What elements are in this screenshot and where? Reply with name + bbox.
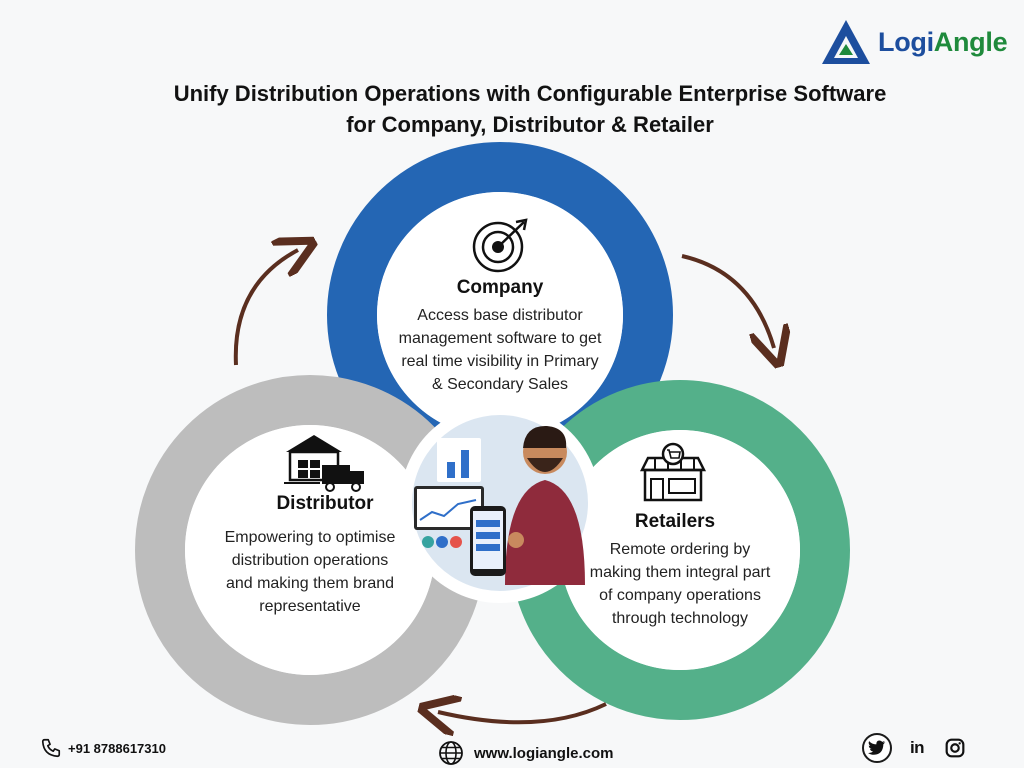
website-url: www.logiangle.com <box>474 744 614 762</box>
retailers-fill <box>560 430 800 670</box>
linkedin-button[interactable]: in <box>902 733 932 763</box>
company-description: Access base distributor management softw… <box>375 304 625 396</box>
retailers-description-line: through technology <box>611 610 749 627</box>
instagram-icon <box>945 738 965 758</box>
distributor-description-line: Empowering to optimise <box>224 529 396 546</box>
distributor-description-line: distribution operations <box>231 552 389 569</box>
instagram-button[interactable] <box>940 733 970 763</box>
distributor-title: Distributor <box>276 493 374 514</box>
company-description-line: & Secondary Sales <box>431 376 569 393</box>
distributor-description-line: and making them brand <box>225 575 395 592</box>
footer-website-link[interactable]: www.logiangle.com <box>438 740 613 766</box>
retailers-description-line: Remote ordering by <box>609 541 751 558</box>
twitter-button[interactable] <box>862 733 892 763</box>
phone-number: +91 8788617310 <box>68 740 166 756</box>
arrow-retailers-to-distributor <box>438 704 607 722</box>
twitter-icon <box>868 740 886 755</box>
arrow-distributor-to-company <box>233 250 298 366</box>
brand-logo: LogiAngle <box>820 18 1015 68</box>
triangle-logo-icon <box>822 20 870 64</box>
person-with-phone-illustration <box>414 425 585 585</box>
page-title: Unify Distribution Operations with Confi… <box>80 78 980 140</box>
company-description-line: real time visibility in Primary <box>401 353 599 370</box>
distributor-fill <box>185 425 435 675</box>
phone-icon <box>41 738 61 758</box>
retailers-description: Remote ordering by making them integral … <box>568 538 792 630</box>
brand-name-part2: Angle <box>933 27 1008 57</box>
arrow-company-to-retailers <box>681 254 774 348</box>
page-title-line1: Unify Distribution Operations with Confi… <box>173 81 887 106</box>
globe-icon <box>439 741 463 765</box>
footer-phone[interactable]: +91 8788617310 <box>40 736 166 760</box>
target-icon <box>472 218 528 273</box>
brand-name-part1: Logi <box>878 27 934 57</box>
brand-name: LogiAngle <box>878 27 1008 58</box>
company-description-line: Access base distributor <box>417 307 583 324</box>
company-title: Company <box>456 277 544 298</box>
storefront-icon <box>639 442 707 502</box>
warehouse-truck-icon <box>284 435 364 492</box>
distributor-description: Empowering to optimise distribution oper… <box>195 526 425 618</box>
retailers-title: Retailers <box>634 511 716 532</box>
linkedin-icon: in <box>909 738 925 757</box>
company-description-line: management software to get <box>398 330 602 347</box>
retailers-description-line: making them integral part <box>589 564 771 581</box>
distributor-description-line: representative <box>259 598 361 615</box>
page-title-line2: for Company, Distributor & Retailer <box>346 112 714 137</box>
retailers-description-line: of company operations <box>599 587 761 604</box>
company-fill <box>377 192 623 438</box>
